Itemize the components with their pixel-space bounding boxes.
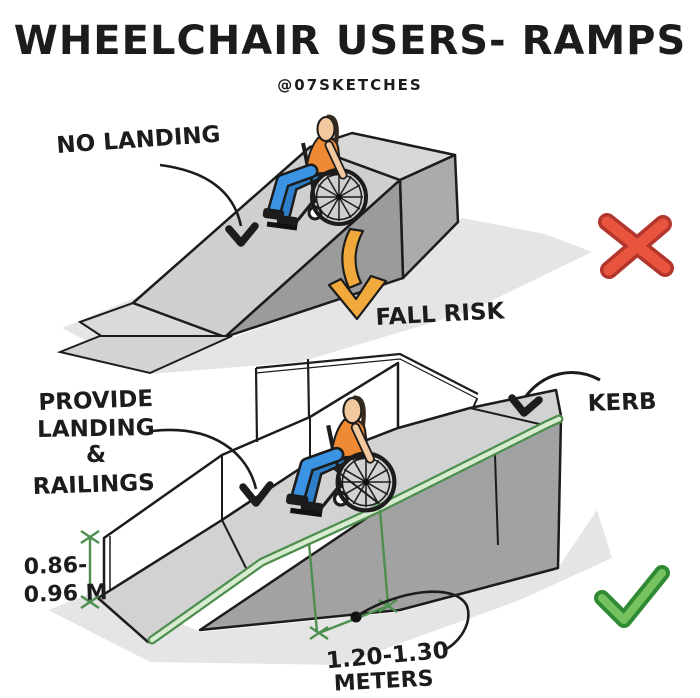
plateau-edge-line — [469, 407, 549, 427]
x-mark-icon — [598, 213, 674, 279]
kerb-arrowhead-icon — [508, 394, 543, 417]
landing-arrowhead-icon — [239, 481, 274, 507]
page-title: WHEELCHAIR USERS- RAMPS — [14, 18, 687, 64]
kerb-arrow — [524, 371, 601, 397]
good-ramp-diagram: PROVIDE LANDING & RAILINGS KERB 0.86- 0.… — [23, 335, 670, 697]
check-mark-icon — [594, 565, 670, 628]
length-dim-label-2: METERS — [333, 666, 434, 696]
upper-walkway-band — [56, 335, 233, 375]
provide-label: PROVIDE — [38, 386, 154, 416]
no-landing-label: NO LANDING — [56, 122, 222, 159]
landing-edge-line — [221, 519, 249, 573]
railings-label: RAILINGS — [32, 470, 155, 500]
height-dim-label-1: 0.86- — [23, 553, 87, 580]
no-landing-arrowhead-icon — [225, 222, 259, 247]
landing-label: LANDING — [37, 415, 155, 443]
ramp-front-face — [223, 178, 405, 339]
ground-shadow — [48, 510, 612, 665]
fall-arrow-icon — [327, 227, 388, 321]
height-dimension — [80, 530, 100, 609]
no-landing-arrow — [159, 163, 243, 227]
face-seam-line — [494, 454, 499, 546]
height-dim-label-2: 0.96 M — [23, 580, 108, 608]
hand-rail — [254, 352, 479, 443]
kerb-label: KERB — [587, 389, 657, 417]
fall-risk-label: FALL RISK — [375, 298, 506, 331]
credit-handle: @07SKETCHES — [277, 76, 422, 94]
dimension-leader-line — [356, 590, 470, 652]
ampersand-label: & — [86, 442, 106, 468]
landing-arrow — [151, 428, 258, 490]
